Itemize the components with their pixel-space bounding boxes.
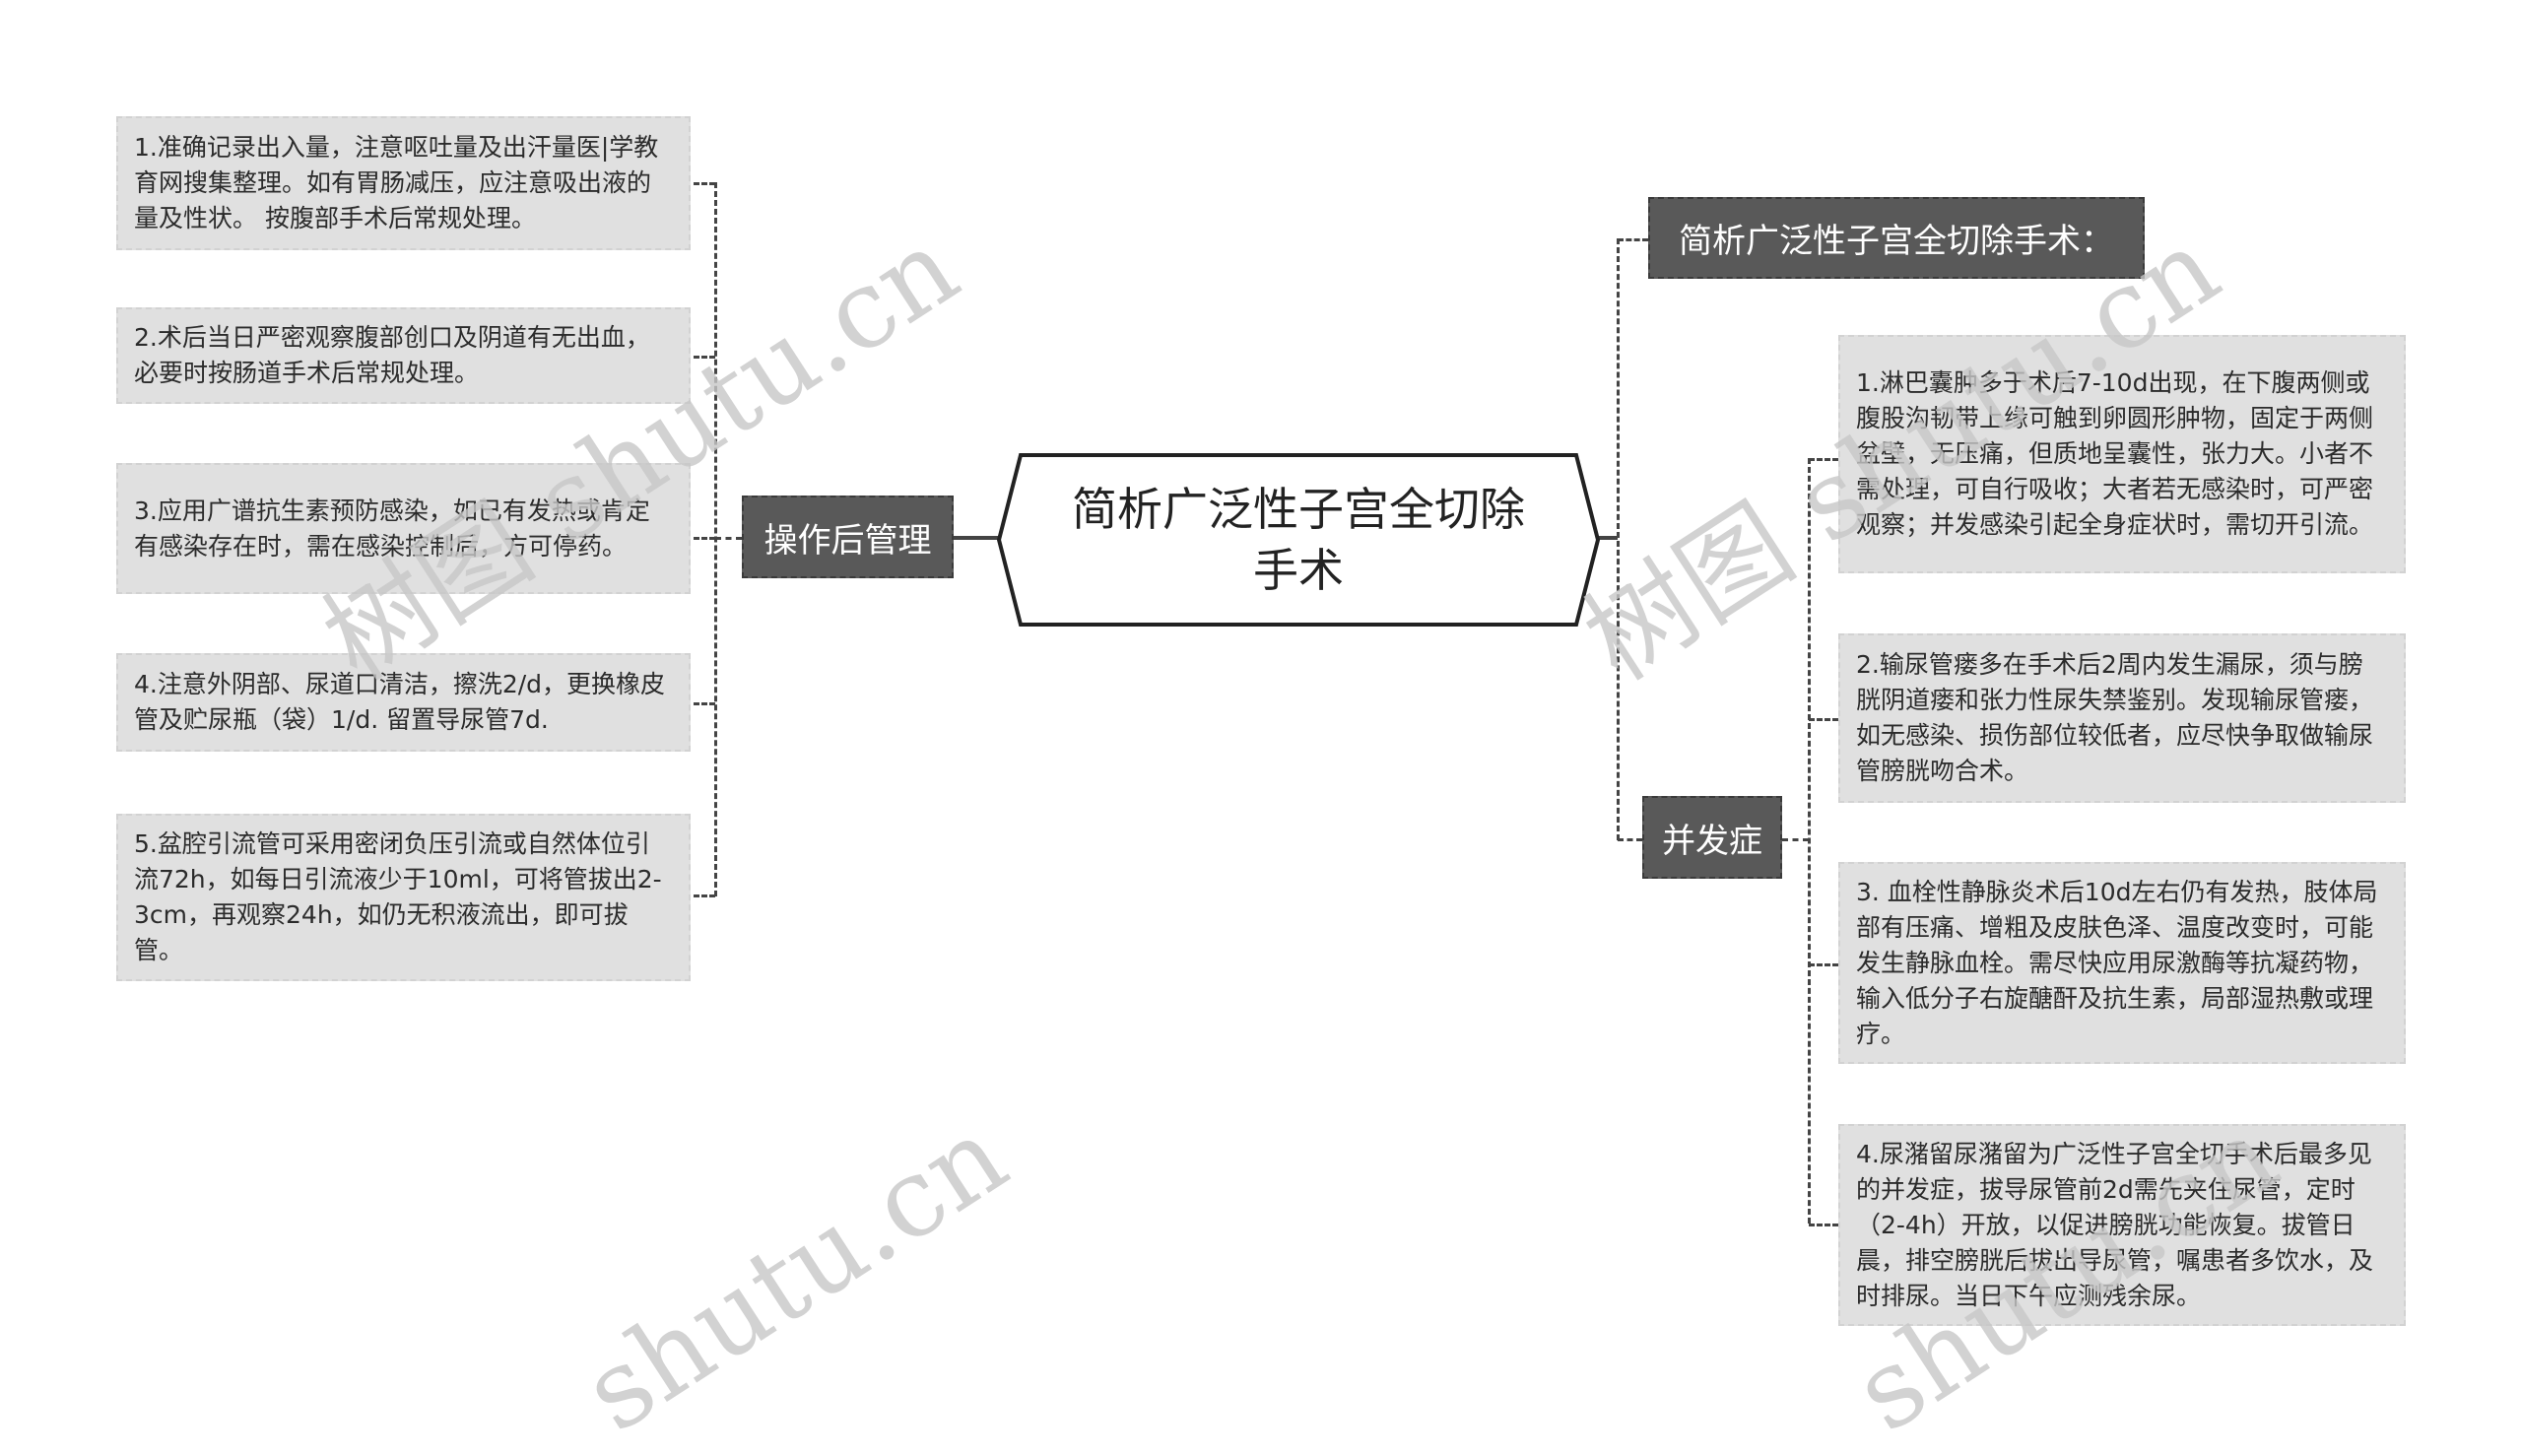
left-item-1-text: 1.准确记录出入量，注意呕吐量及出汗量医|学教育网搜集整理。如有胃肠减压，应注意… <box>134 133 659 232</box>
branch-label-post-op: 操作后管理 <box>763 520 932 561</box>
complication-item-3-text: 3. 血栓性静脉炎术后10d左右仍有发热，肢体局部有压痛、增粗及皮肤色泽、温度改… <box>1856 877 2378 1048</box>
left-item-5-text: 5.盆腔引流管可采用密闭负压引流或自然体位引流72h，如每日引流液少于10ml，… <box>134 829 662 964</box>
left-connector-3 <box>694 537 715 540</box>
left-connector-4 <box>694 702 715 705</box>
complication-item-2[interactable]: 2.输尿管瘘多在手术后2周内发生漏尿，须与膀胱阴道瘘和张力性尿失禁鉴别。发现输尿… <box>1838 633 2406 803</box>
left-connector-2 <box>694 356 715 359</box>
right-item-connector-2 <box>1809 718 1838 721</box>
right-connector-complications <box>1618 838 1642 841</box>
complication-item-3[interactable]: 3. 血栓性静脉炎术后10d左右仍有发热，肢体局部有压痛、增粗及皮肤色泽、温度改… <box>1838 862 2406 1064</box>
left-branch-connector <box>715 537 742 540</box>
right-item-connector-3 <box>1809 963 1838 966</box>
left-item-3[interactable]: 3.应用广谱抗生素预防感染，如已有发热或肯定有感染存在时，需在感染控制后，方可停… <box>116 463 691 594</box>
watermark-left: 树图 shutu.cn <box>302 203 979 704</box>
root-title: 简析广泛性子宫全切除手术 <box>1072 483 1525 597</box>
right-item-connector-4 <box>1809 1224 1838 1226</box>
complication-item-2-text: 2.输尿管瘘多在手术后2周内发生漏尿，须与膀胱阴道瘘和张力性尿失禁鉴别。发现输尿… <box>1856 650 2374 785</box>
hexagon-shape <box>997 453 1600 627</box>
right-connector-top <box>1618 238 1648 241</box>
complication-item-4[interactable]: 4.尿潴留尿潴留为广泛性子宫全切手术后最多见的并发症，拔导尿管前2d需先夹住尿管… <box>1838 1124 2406 1326</box>
left-item-1[interactable]: 1.准确记录出入量，注意呕吐量及出汗量医|学教育网搜集整理。如有胃肠减压，应注意… <box>116 116 691 250</box>
root-left-connector <box>954 536 999 540</box>
root-node[interactable]: 简析广泛性子宫全切除手术 <box>997 451 1600 629</box>
left-connector-5 <box>694 894 715 897</box>
left-item-5[interactable]: 5.盆腔引流管可采用密闭负压引流或自然体位引流72h，如每日引流液少于10ml，… <box>116 814 691 981</box>
complications-bracket-line <box>1808 458 1811 1224</box>
complications-branch-connector <box>1782 838 1809 841</box>
complication-item-1-text: 1.淋巴囊肿多于术后7-10d出现，在下腹两侧或腹股沟韧带上缘可触到卵圆形肿物，… <box>1856 368 2374 539</box>
branch-node-complications[interactable]: 并发症 <box>1642 796 1782 879</box>
right-bracket-line <box>1617 238 1620 840</box>
left-item-4-text: 4.注意外阴部、尿道口清洁，擦洗2/d，更换橡皮管及贮尿瓶（袋）1/d. 留置导… <box>134 670 666 734</box>
branch-node-post-op-management[interactable]: 操作后管理 <box>742 496 954 578</box>
left-connector-1 <box>694 182 715 185</box>
right-item-connector-1 <box>1809 458 1838 461</box>
root-right-connector <box>1598 536 1618 540</box>
branch-label-complications: 并发症 <box>1662 821 1762 861</box>
left-item-2[interactable]: 2.术后当日严密观察腹部创口及阴道有无出血，必要时按肠道手术后常规处理。 <box>116 307 691 404</box>
branch-node-surgery-overview[interactable]: 简析广泛性子宫全切除手术： <box>1648 197 2145 279</box>
left-item-4[interactable]: 4.注意外阴部、尿道口清洁，擦洗2/d，更换橡皮管及贮尿瓶（袋）1/d. 留置导… <box>116 653 691 752</box>
left-item-2-text: 2.术后当日严密观察腹部创口及阴道有无出血，必要时按肠道手术后常规处理。 <box>134 323 650 387</box>
complication-item-4-text: 4.尿潴留尿潴留为广泛性子宫全切手术后最多见的并发症，拔导尿管前2d需先夹住尿管… <box>1856 1139 2374 1310</box>
watermark-bottom-left: shutu.cn <box>562 1092 1029 1456</box>
branch-label-surgery-overview: 简析广泛性子宫全切除手术： <box>1679 222 2114 261</box>
left-item-3-text: 3.应用广谱抗生素预防感染，如已有发热或肯定有感染存在时，需在感染控制后，方可停… <box>134 496 650 561</box>
complication-item-1[interactable]: 1.淋巴囊肿多于术后7-10d出现，在下腹两侧或腹股沟韧带上缘可触到卵圆形肿物，… <box>1838 335 2406 573</box>
